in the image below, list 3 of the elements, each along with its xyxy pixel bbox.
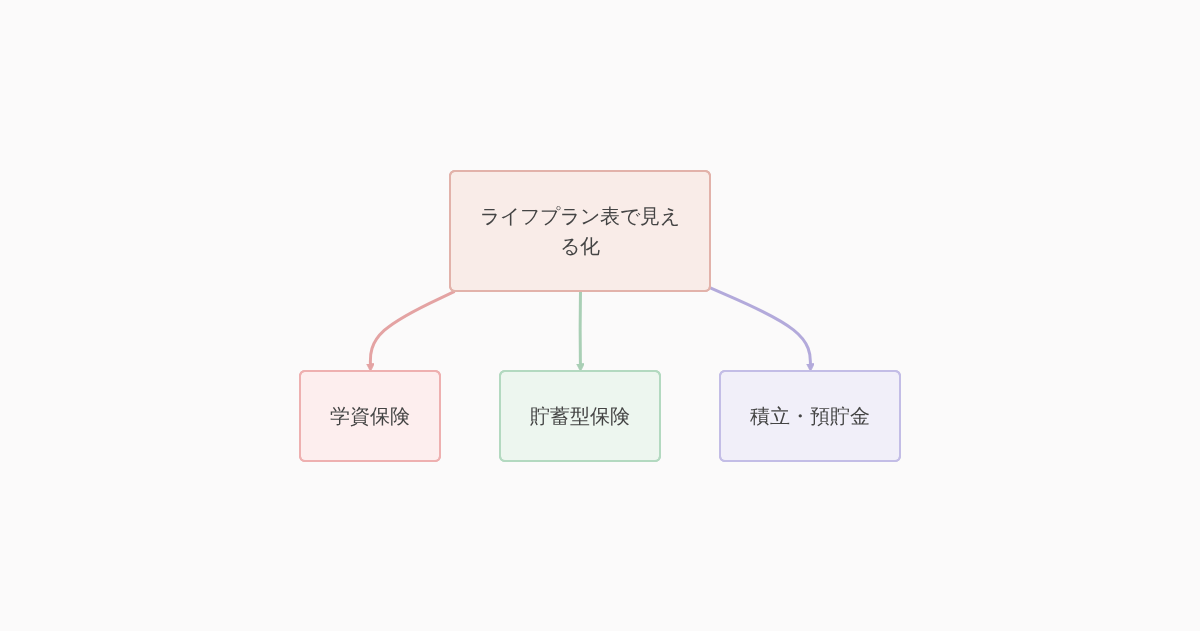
- arrow: [576, 290, 585, 372]
- arrow: [366, 289, 456, 372]
- arrow: [709, 286, 815, 372]
